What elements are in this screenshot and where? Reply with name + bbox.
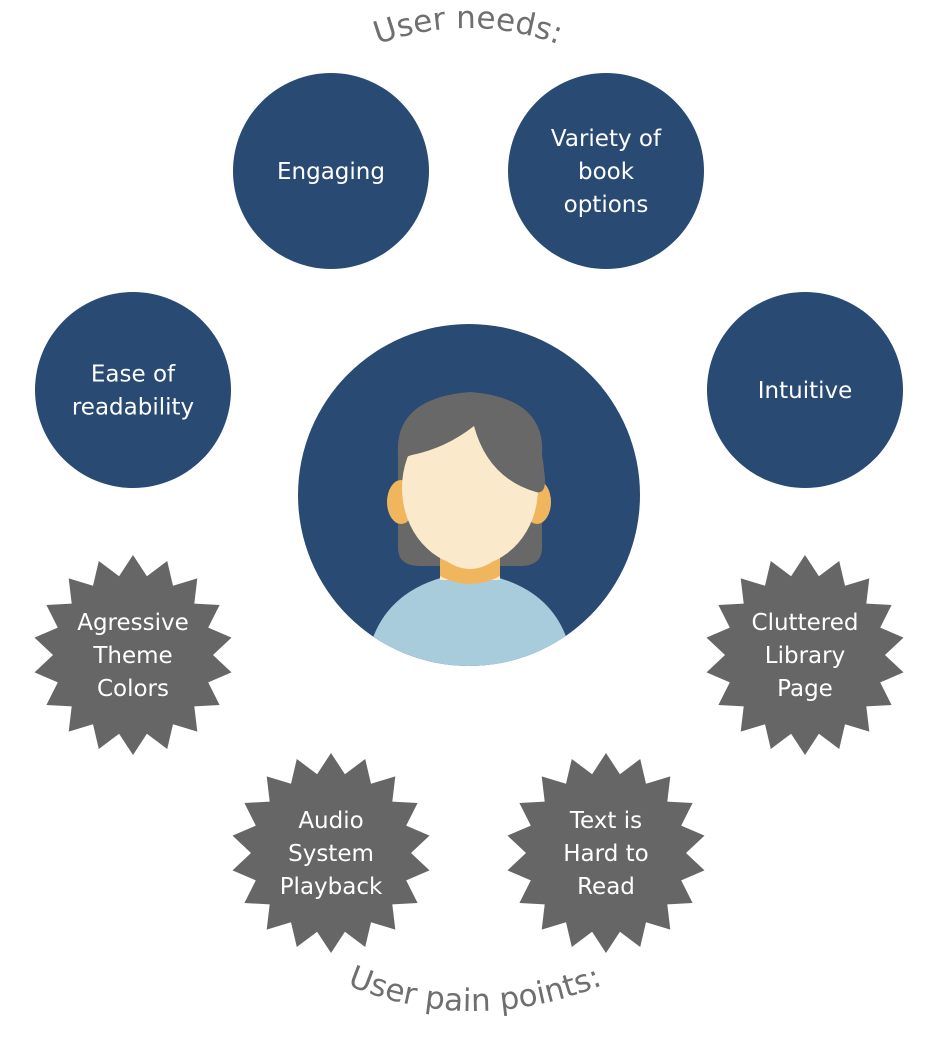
need-label-line: readability [72, 395, 194, 421]
pain-point-label-line: Cluttered [752, 610, 859, 636]
pain-point-label: Text is Hard to Read [563, 808, 648, 900]
pain-starburst-icon [706, 555, 904, 755]
need-circle-icon [35, 292, 231, 488]
pain-point-label-line: Page [777, 676, 833, 702]
need-circle-icon [508, 73, 704, 269]
neck-shadow [440, 556, 500, 584]
need-circle-icon [707, 292, 903, 488]
need-item: Engaging [233, 73, 429, 269]
pain-point-item: Text is Hard to Read [507, 753, 705, 953]
pain-point-label-line: Library [765, 643, 845, 669]
user-needs-title-text: User needs: [369, 0, 567, 52]
need-label-line: Engaging [277, 159, 385, 185]
need-item: Intuitive [707, 292, 903, 488]
need-label: Ease of readability [72, 362, 194, 421]
need-label-line: Variety of [551, 126, 662, 152]
pain-point-label-line: Playback [280, 874, 383, 900]
hair-bangs [398, 406, 545, 493]
pain-point-label-line: Audio [298, 808, 363, 834]
need-label-line: Ease of [91, 362, 176, 388]
pain-starburst-icon [507, 753, 705, 953]
need-label-line: book [578, 159, 635, 185]
user-pain-points-title: User pain points: [344, 959, 606, 1019]
need-item: Ease of readability [35, 292, 231, 488]
need-label: Engaging [277, 159, 385, 185]
pain-point-label-line: Hard to [563, 841, 648, 867]
need-label: Intuitive [758, 378, 853, 404]
pain-starburst-icon [232, 753, 430, 953]
user-avatar-icon [298, 324, 640, 666]
need-label-line: Intuitive [758, 378, 853, 404]
need-item: Variety of book options [508, 73, 704, 269]
pain-point-label-line: System [288, 841, 374, 867]
need-label: Variety of book options [551, 126, 662, 218]
user-needs-title: User needs: [369, 0, 567, 52]
pain-point-label-line: Theme [92, 643, 172, 669]
pain-starburst-icon [34, 555, 232, 755]
need-circle-icon [233, 73, 429, 269]
shirt [365, 572, 574, 666]
pain-point-label-line: Agressive [77, 610, 189, 636]
pain-point-label-line: Read [577, 874, 635, 900]
need-label-line: options [564, 192, 649, 218]
user-pain-points-title-text: User pain points: [344, 959, 606, 1019]
pain-point-label-line: Text is [569, 808, 642, 834]
pain-point-label-line: Colors [97, 676, 169, 702]
